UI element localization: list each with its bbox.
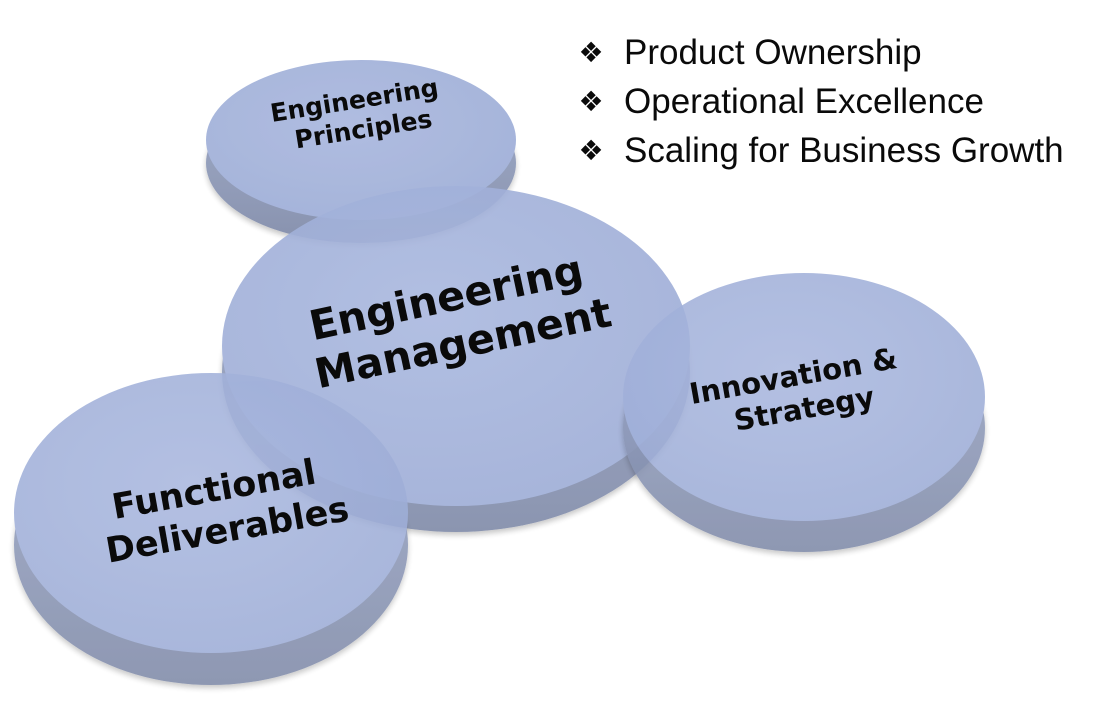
list-item: ❖ Product Ownership bbox=[576, 28, 1064, 77]
list-item-label: Product Ownership bbox=[624, 33, 922, 72]
list-item-label: Scaling for Business Growth bbox=[624, 131, 1064, 170]
list-item: ❖ Scaling for Business Growth bbox=[576, 126, 1064, 175]
disc-functional-deliverables bbox=[14, 373, 408, 685]
list-item: ❖ Operational Excellence bbox=[576, 77, 1064, 126]
disc-innovation-strategy bbox=[623, 273, 985, 552]
focus-area-list: ❖ Product Ownership ❖ Operational Excell… bbox=[576, 28, 1064, 175]
four-diamond-bullet-icon: ❖ bbox=[578, 86, 604, 117]
list-item-label: Operational Excellence bbox=[624, 82, 984, 121]
four-diamond-bullet-icon: ❖ bbox=[578, 37, 604, 68]
four-diamond-bullet-icon: ❖ bbox=[578, 135, 604, 166]
